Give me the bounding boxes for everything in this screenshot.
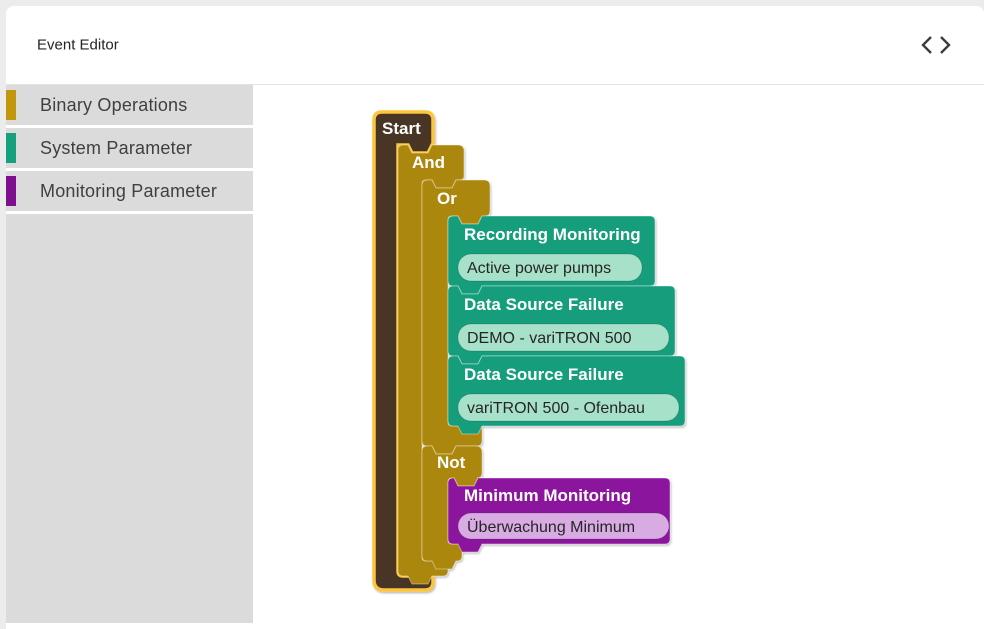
field-demo-varitron[interactable] — [457, 323, 670, 352]
page-title: Event Editor — [37, 36, 119, 54]
system-parameter-color-marker — [6, 133, 16, 163]
code-chevrons-icon — [921, 36, 951, 54]
binary-operations-color-marker — [6, 90, 16, 120]
toolbox-category-binary-operations[interactable]: Binary Operations — [6, 85, 253, 125]
monitoring-parameter-color-marker — [6, 176, 16, 206]
toolbox-category-label: Binary Operations — [40, 94, 188, 115]
chevron-right-icon — [940, 36, 951, 54]
field-active-power-pumps[interactable] — [457, 253, 643, 282]
field-ueberwachung-minimum[interactable] — [457, 512, 670, 540]
toolbox-category-system-parameter[interactable]: System Parameter — [6, 128, 253, 168]
block-toolbox: Binary Operations System Parameter Monit… — [6, 85, 253, 623]
toolbox-category-monitoring-parameter[interactable]: Monitoring Parameter — [6, 171, 253, 211]
toolbox-category-label: System Parameter — [40, 137, 193, 158]
chevron-left-icon — [921, 36, 932, 54]
toolbox-category-label: Monitoring Parameter — [40, 180, 218, 201]
code-view-button[interactable] — [918, 34, 954, 56]
toolbox-background — [6, 214, 253, 623]
field-varitron-ofenbau[interactable] — [457, 393, 680, 422]
editor-header: Event Editor — [6, 6, 984, 85]
